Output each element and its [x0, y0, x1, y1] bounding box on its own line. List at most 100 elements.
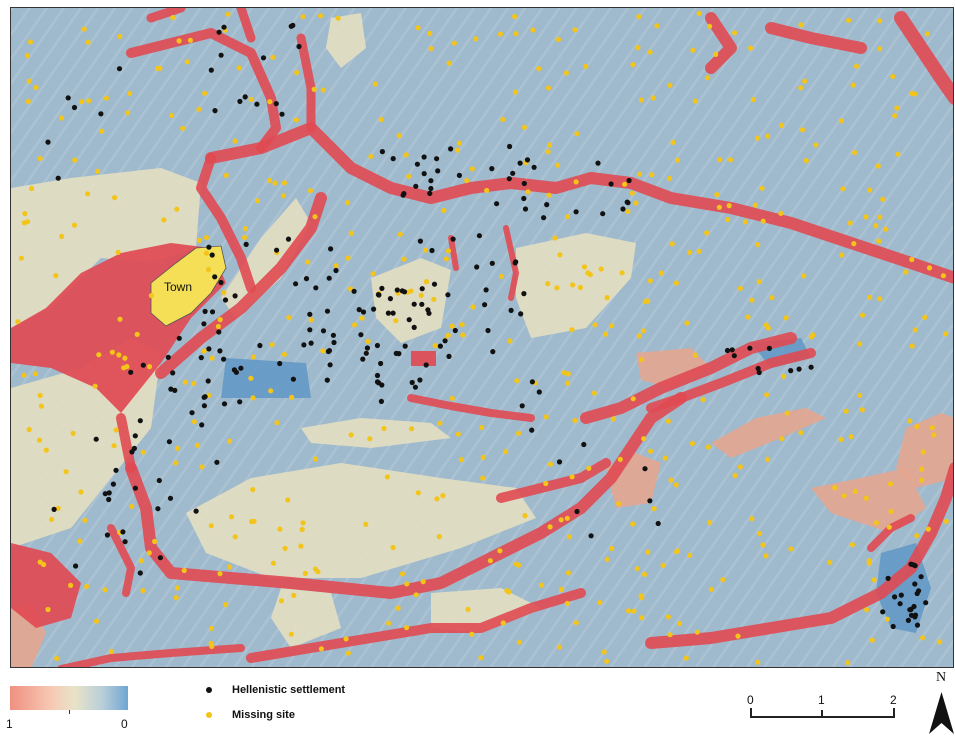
missing-site-dot [333, 263, 339, 269]
missing-site-dot [801, 273, 807, 279]
hellenistic-settlement-dot [324, 377, 330, 383]
hellenistic-settlement-dot [307, 327, 313, 333]
missing-site-dot [232, 138, 238, 144]
hellenistic-settlement-dot [222, 297, 229, 303]
missing-site-dot [445, 248, 452, 254]
missing-site-dot [525, 189, 531, 195]
missing-site-dot [436, 534, 442, 540]
missing-site-dot [293, 117, 299, 123]
hellenistic-settlement-dot [209, 252, 215, 258]
missing-site-dot [254, 198, 261, 204]
hellenistic-settlement-dot [216, 29, 222, 35]
hellenistic-settlement-dot [73, 563, 79, 569]
missing-site-dot [926, 265, 933, 271]
missing-site-dot [636, 333, 642, 339]
salmon-zone-east-1 [711, 408, 826, 458]
missing-site-dot [943, 518, 949, 524]
hellenistic-settlement-dot [519, 403, 525, 409]
missing-site-dot [140, 588, 146, 594]
hellenistic-settlement-dot [434, 156, 440, 162]
missing-site-dot [647, 49, 653, 55]
missing-site-dot [413, 592, 419, 598]
missing-site-dot [877, 18, 883, 24]
missing-site-dot [617, 456, 623, 462]
missing-site-dot [696, 10, 702, 16]
missing-site-dot [760, 542, 766, 548]
channel-ne-2 [765, 22, 867, 54]
hellenistic-settlement-dot [214, 459, 220, 465]
hellenistic-settlement-dot [490, 349, 496, 355]
missing-site-dot [863, 214, 869, 220]
beige-zone-sw [271, 588, 341, 648]
hellenistic-settlement-dot [65, 95, 71, 101]
missing-site-dot [427, 30, 433, 36]
hellenistic-settlement-dot [374, 372, 381, 379]
missing-site-dot [227, 564, 233, 570]
missing-site-dot [370, 271, 376, 277]
hellenistic-settlement-dot [482, 302, 488, 308]
missing-site-dot [705, 444, 711, 450]
missing-site-dot [33, 84, 39, 91]
missing-site-dot [487, 558, 493, 564]
missing-site-dot [21, 372, 27, 378]
missing-site-dot [409, 426, 415, 432]
missing-site-dot [473, 36, 479, 42]
hellenistic-settlement-dot [911, 603, 917, 610]
missing-site-dot [113, 427, 119, 433]
hellenistic-settlement-dot [880, 609, 886, 615]
missing-site-dot [914, 533, 920, 539]
missing-site-dot [112, 195, 118, 201]
hellenistic-settlement-dots [45, 22, 929, 630]
hellenistic-settlement-dot [417, 377, 423, 383]
red-zone-sw [11, 543, 81, 628]
missing-site-dot [884, 616, 891, 622]
hellenistic-settlement-dot [731, 353, 737, 359]
missing-site-dot [877, 296, 883, 302]
channel-ne-3 [894, 11, 953, 105]
missing-site-dot [227, 438, 233, 444]
hellenistic-settlement-dot [427, 190, 433, 196]
hellenistic-settlement-dot [419, 301, 425, 307]
missing-site-dot [454, 147, 460, 153]
missing-site-dot [714, 192, 720, 198]
channel-se-main [645, 462, 953, 649]
missing-site-dot [251, 518, 257, 524]
missing-site-dot [38, 403, 44, 409]
missing-site-dot [196, 237, 202, 243]
hellenistic-settlement-dot [120, 529, 126, 535]
hellenistic-settlement-dot [218, 52, 224, 58]
missing-site-dot [635, 45, 641, 51]
missing-site-dot [182, 379, 188, 385]
missing-site-dot [305, 259, 311, 265]
hellenistic-settlement-dot [378, 398, 384, 404]
missing-site-dot [320, 87, 326, 93]
missing-site-dot [281, 351, 287, 357]
black-dot-icon [206, 687, 212, 693]
hellenistic-settlement-dot [122, 539, 128, 545]
missing-site-dot [803, 158, 809, 164]
missing-site-dot [654, 23, 660, 29]
missing-site-dot [449, 395, 455, 401]
scale-bar [750, 690, 900, 730]
hellenistic-settlement-dot [328, 246, 334, 252]
missing-site-dot [71, 222, 78, 228]
missing-site-dot [639, 595, 645, 601]
hellenistic-settlement-dot [394, 287, 400, 293]
missing-site-dot [802, 78, 808, 84]
hellenistic-settlement-dot [442, 338, 448, 344]
missing-site-dot [651, 506, 657, 512]
hellenistic-settlement-dot [231, 367, 237, 373]
missing-site-dot [191, 419, 197, 425]
hellenistic-settlement-dot [907, 607, 913, 613]
hellenistic-settlement-dot [170, 370, 176, 376]
beige-zone-se [431, 588, 541, 633]
hellenistic-settlement-dot [450, 236, 456, 242]
missing-site-dot [72, 157, 78, 163]
hellenistic-settlement-dot [285, 236, 292, 242]
missing-site-dot [648, 448, 654, 454]
missing-site-dot [581, 264, 588, 270]
missing-site-dot [849, 542, 856, 548]
hellenistic-settlement-dot [626, 177, 632, 184]
missing-site-dot [63, 469, 69, 475]
hellenistic-settlement-dot [273, 101, 279, 107]
